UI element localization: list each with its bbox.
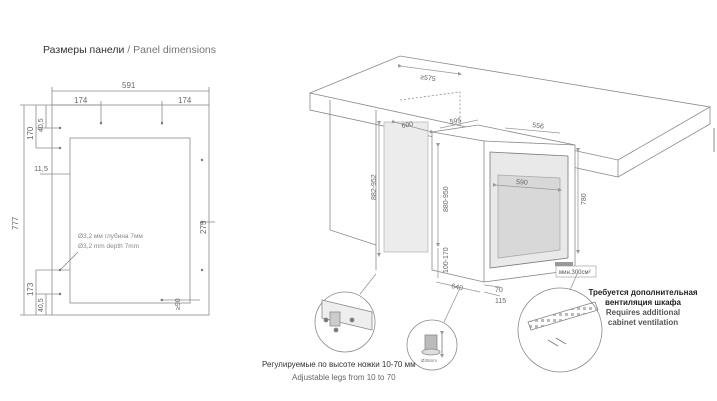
dim-niche-width: ≥575 (420, 74, 436, 83)
dim-panel-height: 777 (11, 216, 20, 230)
panel-inner-outline (69, 137, 191, 304)
installation-dimension-labels: ≥575 600 595 556 590 882-952 880-950 780… (371, 74, 588, 305)
title-ru: Размеры панели (43, 44, 125, 56)
dim-left-offset: 174 (74, 96, 88, 105)
panel-outline (51, 104, 210, 316)
ventilation-note-en-2: cabinet ventilation (607, 318, 679, 327)
vent-grill-circle (517, 287, 603, 373)
ventilation-note-en-1: Requires additional (605, 308, 681, 317)
dim-bottom-h2: 40,5 (38, 298, 45, 312)
panel-drawing (20, 87, 215, 316)
adjustable-leg-detail: Ø35mm (406, 287, 461, 371)
dim-panel-width: 591 (122, 81, 136, 90)
panel-dimension-labels: 591 174 174 777 170 40,5 11,5 173 40,5 2… (11, 81, 208, 312)
legs-note-en: Adjustable legs from 10 to 70 (292, 373, 396, 382)
hole-note-ru: Ø3,2 мм глубина 7мм (78, 232, 143, 240)
vent-area-label-box: мин.300см² (555, 265, 597, 278)
niche-rear-wall (383, 121, 429, 253)
leg-detail-bracket (329, 311, 341, 327)
unit-door-inner (497, 174, 561, 259)
dim-top-h1: 170 (26, 126, 35, 140)
dim-door-width: 590 (516, 179, 528, 187)
dim-niche-height: 882-952 (371, 174, 378, 200)
dim-base-depth: 640 (451, 283, 464, 292)
leg-detail-plinth (321, 299, 373, 331)
leg-detail-circle (314, 291, 376, 353)
dim-niche-depth: 600 (401, 121, 414, 130)
ventilation-note-ru-1: Требуется дополнительная (588, 288, 698, 297)
leg-diameter-label: Ø35mm (421, 358, 437, 363)
legs-note-ru: Регулируемые по высоте ножки 10-70 мм (262, 360, 416, 369)
dim-70: 70 (495, 287, 503, 294)
niche-left (329, 100, 377, 246)
title-en: Panel dimensions (133, 44, 217, 56)
ventilation-note: Требуется дополнительная вентиляция шкаф… (580, 288, 706, 328)
dim-unit-depth: 556 (532, 122, 545, 131)
dim-unit-height: 780 (581, 193, 588, 205)
unit-vent-slot (555, 262, 573, 266)
dim-unit-height-range: 880-950 (443, 186, 450, 212)
hole-note-en: Ø3,2 mm depth 7mm (78, 243, 139, 250)
dim-bottom-h1: 173 (26, 282, 35, 296)
panel-holes (58, 121, 204, 302)
ventilation-note-ru-2: вентиляция шкафа (605, 298, 681, 307)
dim-bottom-right: ≥90 (175, 298, 182, 310)
dim-plinth-height: 100-170 (443, 247, 450, 273)
dim-115: 115 (495, 298, 506, 305)
dim-top-h2: 40,5 (38, 118, 45, 132)
dim-side-gap: 11,5 (34, 164, 48, 173)
dim-right-offset: 174 (178, 96, 192, 105)
page-title: Размеры панели / Panel dimensions (43, 44, 216, 56)
vent-grill (527, 301, 599, 331)
unit-top-edge (483, 140, 576, 146)
leg-detail (314, 273, 377, 353)
installation-drawing (308, 55, 712, 297)
adjustable-leg-circle (406, 319, 458, 371)
dim-unit-width: 595 (449, 117, 462, 126)
worktop-side (617, 107, 711, 178)
dim-right-h: 275 (199, 220, 208, 234)
vent-area-label: мин.300см² (559, 270, 591, 276)
vent-grill-detail (517, 271, 603, 373)
title-separator: / (124, 44, 134, 56)
